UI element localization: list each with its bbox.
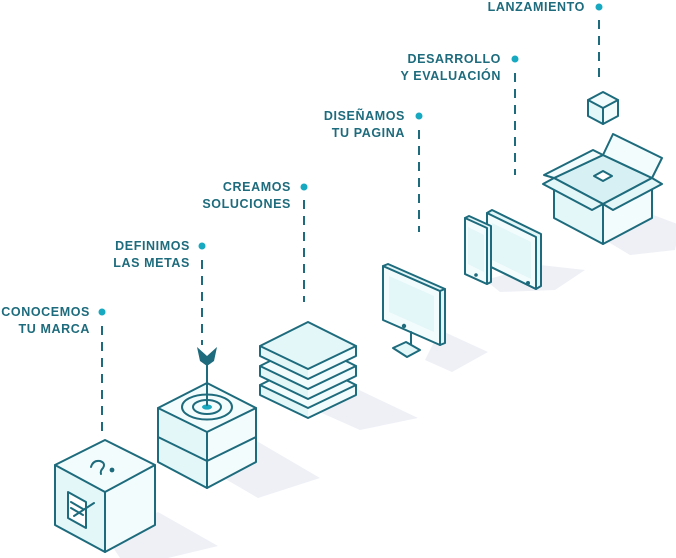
step-label-6: LANZAMIENTO (488, 0, 585, 16)
step-label-1: CONOCEMOS TU MARCA (1, 304, 90, 338)
connector-4 (415, 112, 423, 232)
open-box-launch-icon (542, 91, 676, 255)
step-3-line2: SOLUCIONES (202, 197, 291, 211)
question-box-icon (54, 439, 218, 558)
step-5-line1: DESARROLLO (407, 52, 501, 66)
step-label-2: DEFINIMOS LAS METAS (113, 238, 190, 272)
target-box-icon (157, 347, 320, 498)
devices-icon (464, 209, 585, 292)
connector-2 (198, 242, 206, 345)
step-2-line2: LAS METAS (113, 256, 190, 270)
monitor-icon (382, 263, 488, 372)
step-1-line2: TU MARCA (18, 322, 90, 336)
connector-3 (300, 183, 308, 302)
step-label-5: DESARROLLO Y EVALUACIÓN (401, 51, 502, 85)
connector-1 (98, 308, 106, 432)
layers-icon (259, 321, 418, 430)
step-label-3: CREAMOS SOLUCIONES (202, 179, 291, 213)
connector-6 (595, 3, 603, 80)
step-6-line1: LANZAMIENTO (487, 0, 585, 14)
step-2-line1: DEFINIMOS (115, 239, 190, 253)
step-5-line2: Y EVALUACIÓN (400, 69, 501, 83)
step-4-line1: DISEÑAMOS (323, 109, 405, 123)
connector-5 (511, 55, 519, 175)
step-1-line1: CONOCEMOS (1, 305, 90, 319)
step-label-4: DISEÑAMOS TU PAGINA (324, 108, 405, 142)
step-3-line1: CREAMOS (222, 180, 291, 194)
step-4-line2: TU PAGINA (331, 126, 405, 140)
